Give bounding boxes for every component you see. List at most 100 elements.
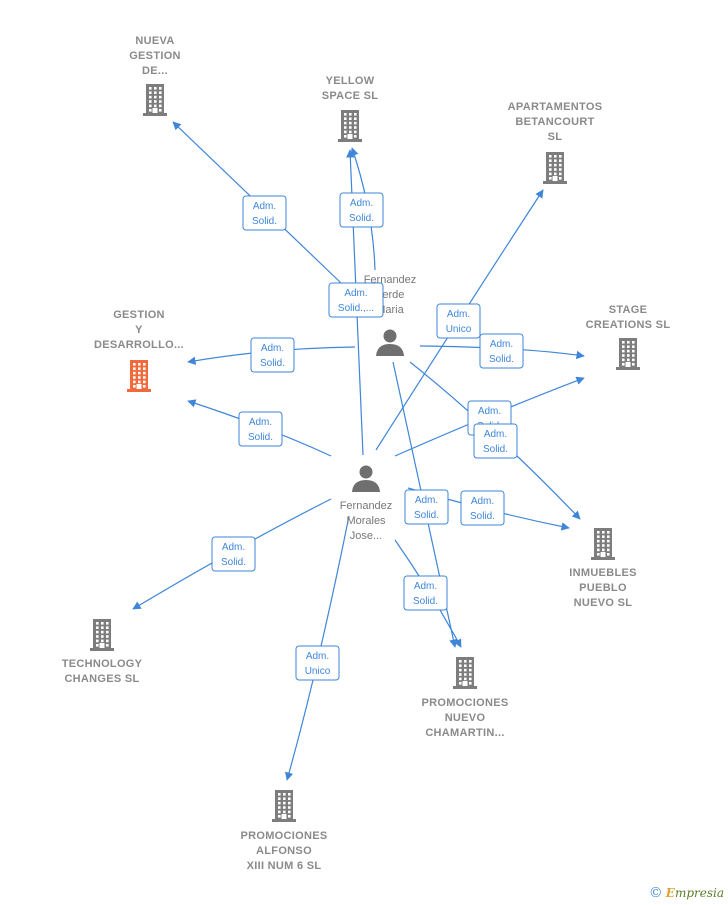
edge-label-text: Adm. <box>484 429 507 440</box>
brand-name: mpresia <box>674 886 724 900</box>
copyright-icon: © <box>648 885 663 901</box>
company-label: Y <box>135 324 143 336</box>
company-label: STAGE <box>609 304 648 316</box>
edge-label[interactable]: Adm.Solid. <box>238 411 283 447</box>
edge-label[interactable]: Adm. Solid. <box>242 195 287 231</box>
edge-label-box[interactable] <box>238 411 283 447</box>
nodes-layer: NUEVA GESTION DE... YELLOW SPACE SL APARTAMEN… <box>62 35 671 872</box>
edge-label[interactable]: Adm. Solid. <box>460 490 505 526</box>
company-label: NUEVO SL <box>574 597 633 609</box>
edge-label-text: Adm. <box>344 288 367 299</box>
edge-label[interactable]: Adm. Solid. <box>211 536 256 572</box>
edge-label[interactable]: Adm. Solid. <box>339 192 384 228</box>
edge-label-text: Adm. <box>261 343 284 354</box>
company-label: GESTION <box>129 50 181 62</box>
edge-label-text: Adm. <box>447 309 470 320</box>
company-label: SPACE SL <box>322 90 379 102</box>
edge-label-box[interactable] <box>211 536 256 572</box>
edge-label-text: Adm. <box>471 496 494 507</box>
company-label: DESARROLLO... <box>94 339 184 351</box>
edge-label-box[interactable] <box>328 282 384 318</box>
edge-label-box[interactable] <box>339 192 384 228</box>
edge-label-box[interactable] <box>460 490 505 526</box>
edge-labels-layer: Adm.Solid.Adm.Solid.Adm.Solid.,...Adm.Un… <box>211 192 524 681</box>
edge-label-text: Adm. <box>253 201 276 212</box>
company-label: GESTION <box>113 309 165 321</box>
edge-label-text: Adm. <box>306 651 329 662</box>
edge-label-text: Solid. <box>252 216 277 227</box>
brand-initial: E <box>665 886 675 900</box>
company-node[interactable]: APARTAMENTOS BETANCOURT SL <box>508 101 603 184</box>
building-icon <box>127 360 151 392</box>
company-label: CHANGES SL <box>64 673 139 685</box>
edge-label-text: Adm. <box>350 198 373 209</box>
edge-label-text: Solid. <box>248 432 273 443</box>
edge-label-box[interactable] <box>404 489 449 525</box>
company-label: PROMOCIONES <box>240 830 327 842</box>
building-icon <box>338 110 362 142</box>
company-label: YELLOW <box>326 75 375 87</box>
edge-label[interactable]: Adm. Unico <box>436 303 481 339</box>
edge-label[interactable]: Adm.Solid. <box>250 337 295 373</box>
building-icon <box>90 619 114 651</box>
company-label: NUEVO <box>445 712 486 724</box>
person-icon <box>376 329 404 356</box>
edge-label-text: Adm. <box>222 542 245 553</box>
company-node[interactable]: YELLOW SPACE SL <box>322 75 379 142</box>
edge-label-text: Unico <box>305 666 331 677</box>
person-icon <box>352 465 380 492</box>
edge-label-text: Solid. <box>489 354 514 365</box>
edge-label-text: Solid. <box>470 511 495 522</box>
edge-label-text: Solid. <box>414 510 439 521</box>
edge-label-text: Adm. <box>478 406 501 417</box>
company-label: NUEVA <box>135 35 174 47</box>
company-node[interactable]: NUEVA GESTION DE... <box>129 35 181 116</box>
edge-label-box[interactable] <box>242 195 287 231</box>
person-label: Jose... <box>350 530 382 542</box>
company-node[interactable]: TECHNOLOGY CHANGES SL <box>62 619 143 685</box>
edge-label-text: Solid.,... <box>338 303 374 314</box>
company-label: ALFONSO <box>256 845 312 857</box>
company-label: TECHNOLOGY <box>62 658 143 670</box>
edge-label-text: Solid. <box>349 213 374 224</box>
company-label: CHAMARTIN... <box>425 727 504 739</box>
brand-logo: ©Empresia <box>649 885 724 901</box>
edge-label-text: Adm. <box>414 581 437 592</box>
edge-p2-c2 <box>346 149 364 456</box>
edge-label-text: Adm. <box>415 495 438 506</box>
edge-label[interactable]: Adm. Solid. <box>473 423 518 459</box>
building-icon <box>143 84 167 116</box>
person-node[interactable]: FernandezMoralesJose... <box>340 465 393 543</box>
building-icon <box>616 338 640 370</box>
edge-label-text: Solid. <box>221 557 246 568</box>
building-icon <box>543 152 567 184</box>
company-node[interactable]: PROMOCIONESNUEVOCHAMARTIN... <box>421 657 508 739</box>
building-icon <box>591 528 615 560</box>
edge-label-text: Solid. <box>483 444 508 455</box>
edge-label-box[interactable] <box>473 423 518 459</box>
company-node[interactable]: GESTION Y DESARROLLO... <box>94 309 184 392</box>
edge-label-box[interactable] <box>295 645 340 681</box>
building-icon <box>272 790 296 822</box>
edge-label-box[interactable] <box>436 303 481 339</box>
company-label: SL <box>548 131 563 143</box>
edge-label-box[interactable] <box>403 575 448 611</box>
company-label: APARTAMENTOS <box>508 101 603 113</box>
edge-label-text: Unico <box>446 324 472 335</box>
edge-label[interactable]: Adm. Solid. <box>403 575 448 611</box>
edge-label[interactable]: Adm. Unico <box>295 645 340 681</box>
person-label: Fernandez <box>340 500 393 512</box>
company-label: BETANCOURT <box>515 116 594 128</box>
edge-label-box[interactable] <box>250 337 295 373</box>
edge-label-box[interactable] <box>479 333 524 369</box>
edge-label-text: Solid. <box>413 596 438 607</box>
company-label: DE... <box>142 65 168 77</box>
edge-label[interactable]: Adm.Solid. <box>479 333 524 369</box>
edge-label[interactable]: Adm. Solid. <box>404 489 449 525</box>
person-label: Morales <box>346 515 386 527</box>
edge-label[interactable]: Adm. Solid.,... <box>328 282 384 318</box>
